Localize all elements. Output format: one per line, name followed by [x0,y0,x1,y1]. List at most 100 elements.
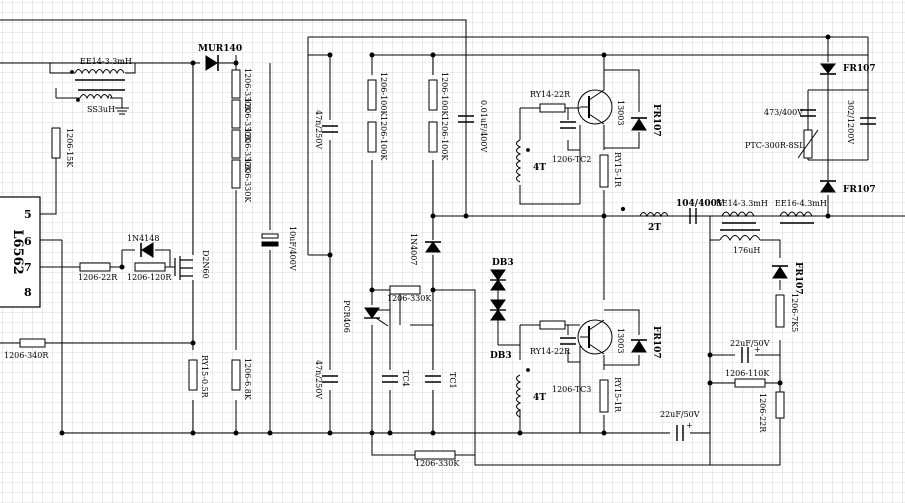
label-r-gate-a: 1206-22R [78,273,118,282]
ground-icon [115,104,129,115]
ptc-thermistor [797,129,819,159]
resistor-110k [734,378,766,388]
label-boost-diode: MUR140 [198,44,242,54]
scr-pcr406 [364,307,389,327]
label-ptc: PTC-300R-8SL [745,141,805,150]
label-diac-top: DB3 [492,258,514,268]
resistor-zcd [51,127,61,159]
capacitor-tc4 [382,375,398,383]
resistor-mid-b [428,121,438,153]
resistor-scr [389,285,421,295]
label-drive-bot: 4T [533,393,546,403]
resistor-22r [775,391,785,419]
transistor-bottom [577,319,613,355]
label-r-mid-a: 1206-100K [440,72,449,117]
resistor-gate-a [79,262,111,272]
label-r-tr-a: 1206-100K [379,72,388,117]
wires [0,19,905,466]
label-r-emit-top: RY15-1R [613,152,622,188]
coil-drive-top [516,139,530,183]
label-l-out-b: EE16-4.3mH [775,199,827,208]
capacitor-473 [800,109,816,117]
label-r-scr: 1206-330K [387,294,432,303]
label-cap-bottom: 47n/250V [314,360,323,399]
diode-right-top [819,63,837,75]
label-r-comp: 1206-340R [4,351,49,360]
transistor-top [577,89,613,125]
label-cap-tc4: TC4 [401,370,410,387]
capacitor-tc1 [425,375,441,383]
label-r-div-low: 1206-6.8K [243,358,252,401]
resistor-div-2 [231,99,241,129]
diode-gate [140,242,154,258]
label-bulk-cap: 10uF/400V [288,226,297,271]
label-cap-top: 47n/250V [314,110,323,149]
resistor-bot [414,450,456,460]
label-r-div-3: 1206-330K [243,128,252,173]
ic-pin-7: 7 [24,261,32,274]
ic-pin-8: 8 [24,286,32,299]
ic-pin-5: 5 [24,208,32,221]
label-r-gate-b: 1206-120R [127,273,172,282]
label-r-base-top: RY14-22R [530,90,571,99]
capacitor-bulk [261,233,279,247]
resistor-r-tr-a [367,79,377,111]
resistor-div-low [231,359,241,391]
capacitor-top-base [560,121,576,129]
label-r-emit-bot: RY15-1R [613,377,622,413]
label-r-zcd: 1206-15K [65,128,74,168]
label-r-22r: 1206-22R [758,393,767,433]
label-r-div-4: 1206-330K [243,158,252,203]
diode-bottom-transistor [631,339,647,353]
label-d-gate: 1N4148 [127,234,159,243]
ic-name-label: L6562 [10,229,25,274]
inductor-out-a [721,211,756,224]
label-r-bot: 1206-330K [415,459,460,468]
label-diac-bot: DB3 [490,351,512,361]
label-d-right-top: FR107 [843,64,876,74]
polarity-mark-b: + [686,421,693,430]
label-c-302: 302/1200V [846,100,855,144]
resistor-comp [19,338,46,348]
label-q-top: 13003 [616,100,625,125]
label-aux-winding: SS3uH [87,105,115,114]
resistor-gate-b [134,262,166,272]
resistor-base-bot [539,320,566,330]
label-scr: PCR406 [342,300,351,333]
label-cap-mid: 0.01uF/400V [479,100,488,152]
resistor-base-top [539,103,566,113]
label-d-mid: 1N4007 [409,233,418,265]
label-cap-bot-base: 1206-TC3 [552,385,591,394]
capacitor-top-47n [322,125,338,133]
coil-drive-bottom [516,368,530,418]
label-cap-tc1: TC1 [448,372,457,389]
label-c-473: 473/400V [764,108,803,117]
capacitor-bot-base [560,337,576,345]
label-r-sense: RY15-0.5R [200,355,209,399]
inductor-176 [719,229,761,242]
label-d-right-bot: FR107 [843,185,876,195]
label-c-22-b: 22uF/50V [660,410,700,419]
label-d-fb: FR107 [793,262,803,295]
diode-boost [205,55,219,71]
junction-dots [59,34,831,436]
diode-top-transistor [631,117,647,131]
label-r-mid-b: 1206-100K [440,116,449,161]
capacitor-mid [458,115,474,123]
label-c-out: 104/400V [676,199,725,209]
label-l-2t: 2T [648,223,661,233]
diac-top [490,269,506,321]
ic-pin-6: 6 [24,235,32,248]
mosfet [174,256,193,280]
resistor-r-tr-b [367,121,377,153]
inductor-2t [620,206,669,218]
label-r-base-bot: RY14-22R [530,347,571,356]
label-c-22-a: 22uF/50V [730,339,770,348]
label-r-tr-b: 1206-100K [379,116,388,161]
resistor-fb [775,294,785,328]
label-mosfet: D2N60 [201,250,210,279]
capacitor-22uf-b [676,425,684,441]
label-l-176: 176uH [733,246,760,255]
inductor-out-b [779,211,814,224]
